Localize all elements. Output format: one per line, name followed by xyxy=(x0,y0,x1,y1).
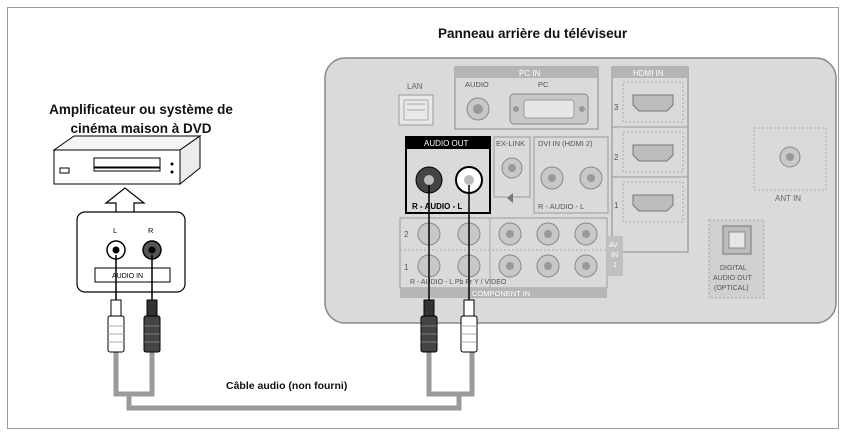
audio-out-sublabel: R - AUDIO - L xyxy=(412,202,462,211)
hdmi-port-3 xyxy=(622,81,684,123)
amp-jack-panel: L R AUDIO IN xyxy=(76,211,186,293)
row-num-1: 1 xyxy=(404,263,409,272)
component-row-1 xyxy=(417,254,598,278)
tv-panel-title: Panneau arrière du téléviseur xyxy=(438,26,628,41)
amp-l-label: L xyxy=(113,226,117,235)
av-in-label-1: AV xyxy=(609,242,618,249)
hdmi-port-1 xyxy=(622,181,684,223)
dvi-r-jack xyxy=(540,166,564,190)
amplifier-title: Amplificateur ou système de cinéma maiso… xyxy=(22,100,260,138)
dvi-sublabel: R - AUDIO - L xyxy=(538,202,584,211)
digital-label-1: DIGITAL xyxy=(720,265,747,272)
component-sublabel: R - AUDIO - L Pb Pr Y / VIDEO xyxy=(410,279,507,286)
amplifier-title-line1: Amplificateur ou système de xyxy=(49,102,233,117)
cable-label: Câble audio (non fourni) xyxy=(226,380,348,392)
lan-port xyxy=(398,94,434,126)
hdmi-in-label: HDMI IN xyxy=(633,69,664,78)
av-in-label-3: 1 xyxy=(613,262,617,269)
hdmi-port-2 xyxy=(622,131,684,173)
component-in-label: COMPONENT IN xyxy=(472,289,530,298)
tv-side-red-plug xyxy=(420,185,438,353)
row-num-2: 2 xyxy=(404,230,409,239)
tv-back-panel: LAN PC IN AUDIO PC HDMI IN 3 2 xyxy=(324,57,837,324)
dvd-device xyxy=(52,135,202,186)
dvi-in-label: DVI IN (HDMI 2) xyxy=(538,139,593,148)
lan-label: LAN xyxy=(407,82,423,91)
ant-in-port xyxy=(753,127,827,191)
av-in-label-2: IN xyxy=(611,252,618,259)
amp-side-white-plug xyxy=(107,255,125,353)
digital-label-3: (OPTICAL) xyxy=(714,285,749,292)
hdmi-num-2: 2 xyxy=(614,153,619,162)
pc-audio-jack xyxy=(466,97,490,121)
ex-link-label: EX-LINK xyxy=(496,139,525,148)
pc-label: PC xyxy=(538,80,549,89)
amplifier-title-line2: cinéma maison à DVD xyxy=(70,121,212,136)
pc-audio-label: AUDIO xyxy=(465,80,489,89)
digital-label-2: AUDIO OUT xyxy=(713,275,753,282)
audio-out-label: AUDIO OUT xyxy=(424,139,469,148)
amp-side-red-plug xyxy=(143,255,161,353)
ant-in-label: ANT IN xyxy=(775,194,801,203)
hdmi-num-3: 3 xyxy=(614,103,619,112)
audio-cable xyxy=(113,352,475,411)
pc-in-label: PC IN xyxy=(519,69,541,78)
amp-audio-in-label: AUDIO IN xyxy=(112,273,143,280)
optical-port xyxy=(708,219,765,299)
callout-arrow xyxy=(104,187,146,213)
dvi-l-jack xyxy=(579,166,603,190)
tv-side-white-plug xyxy=(460,185,478,353)
hdmi-num-1: 1 xyxy=(614,201,619,210)
ex-link-port xyxy=(501,157,523,179)
pc-vga-port xyxy=(509,93,589,125)
amp-l-jack xyxy=(106,240,126,260)
amp-r-label: R xyxy=(148,226,154,235)
audio-out-l-jack xyxy=(455,166,483,194)
